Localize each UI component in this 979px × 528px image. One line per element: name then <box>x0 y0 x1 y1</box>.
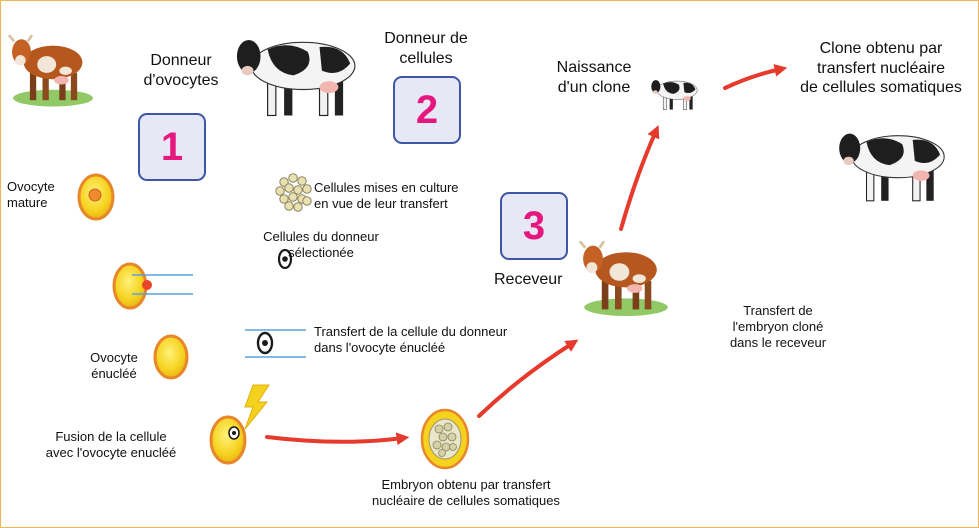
cell-culture-image <box>275 173 312 212</box>
clone-calf-image <box>651 79 698 110</box>
oocyte-donor-label: Donneur d'ovocytes <box>143 52 219 89</box>
electric-pulse-icon <box>244 384 270 430</box>
fusion-oocyte-image <box>209 415 247 465</box>
recipient-cow-image <box>578 239 670 318</box>
donor-cell-cow-image <box>236 39 356 117</box>
birth-to-clone-arrow <box>723 64 788 90</box>
step-1-badge: 1 <box>138 113 206 181</box>
embryo-label: Embryon obtenu par transfert nucléaire d… <box>372 477 560 508</box>
enucleation-image <box>112 262 193 310</box>
transfer-pipette-image <box>245 329 306 358</box>
fusion-label: Fusion de la cellule avec l'ovocyte enuc… <box>45 429 177 460</box>
cell-donor-label: Donneur de cellules <box>384 30 468 67</box>
enucleated-oocyte-label: Ovocyte énucléé <box>90 350 138 381</box>
step-2-badge: 2 <box>393 76 461 144</box>
clone-birth-label: Naissance d'un clone <box>556 59 632 96</box>
donor-cell-image <box>277 248 293 270</box>
clone-result-label: Clone obtenu par transfert nucléaire de … <box>800 40 962 97</box>
mature-oocyte-image <box>77 173 115 221</box>
embryo-to-recipient-arrow <box>477 339 579 418</box>
cloned-embryo-image <box>420 408 470 470</box>
clone-cow-image <box>838 133 945 202</box>
fusion-to-embryo-arrow <box>265 432 410 446</box>
recipient-label: Receveur <box>494 271 563 288</box>
step-3-badge: 3 <box>500 192 568 260</box>
cell-culture-label: Cellules mises en culture en vue de leur… <box>314 180 459 211</box>
embryo-transfer-label: Transfert de l'embryon cloné dans le rec… <box>729 303 827 350</box>
mature-oocyte-label: Ovocyte mature <box>7 179 55 210</box>
donor-oocyte-cow-image <box>7 33 95 108</box>
recipient-to-birth-arrow <box>619 125 660 231</box>
donor-cell-label: Cellules du donneur sélectionée <box>263 229 379 260</box>
cell-transfer-label: Transfert de la cellule du donneur dans … <box>314 324 508 355</box>
enucleated-oocyte-image <box>153 334 189 380</box>
